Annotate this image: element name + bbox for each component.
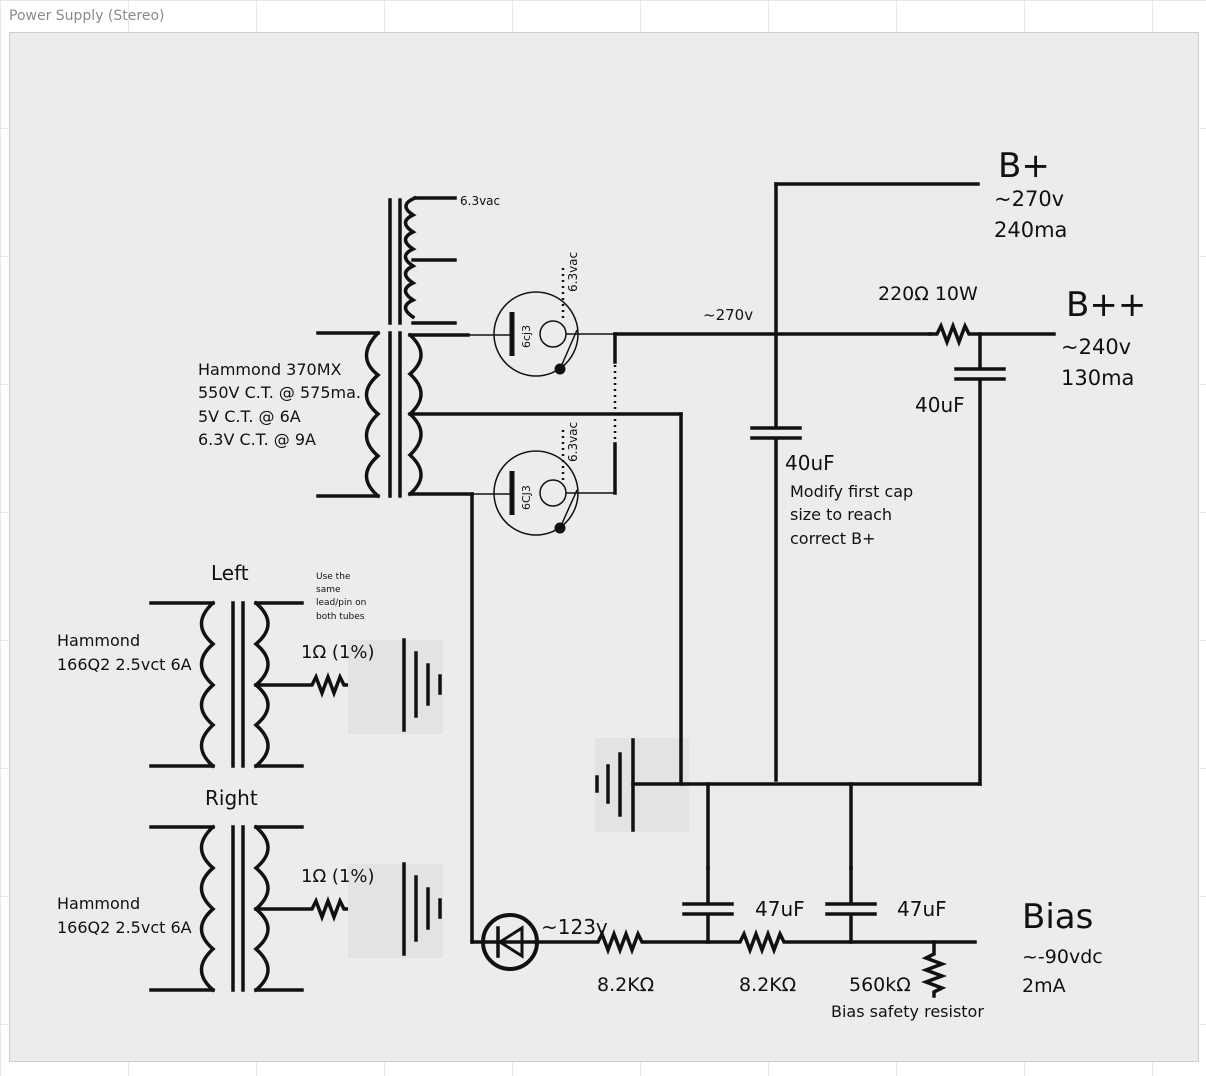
- bias-voltage: ~-90vdc: [1022, 946, 1103, 968]
- cap-47-label: 47uF: [755, 897, 805, 921]
- note-line: Modify first cap: [790, 482, 913, 501]
- filament-transformer-right: [149, 824, 443, 993]
- filament-transformer-left: [149, 600, 443, 769]
- right-title: Right: [205, 786, 258, 810]
- res-1ohm-left-label: 1Ω (1%): [301, 642, 375, 663]
- pt-spec-label: 5V C.T. @ 6A: [198, 407, 301, 426]
- diagram-canvas: [9, 32, 1199, 1062]
- same-lead-note: same: [316, 585, 341, 595]
- ground-bus: [595, 412, 982, 870]
- power-transformer: [316, 195, 683, 499]
- note-line: correct B+: [790, 529, 876, 548]
- left-title: Left: [211, 561, 249, 585]
- bplus-title: B+: [998, 146, 1050, 186]
- res-82k-label: 8.2KΩ: [597, 974, 654, 996]
- same-lead-note: lead/pin on: [316, 598, 366, 608]
- cap-47-label: 47uF: [897, 897, 947, 921]
- pt-spec-label: 6.3V C.T. @ 9A: [198, 430, 316, 449]
- bias-current: 2mA: [1022, 975, 1066, 997]
- filament-voltage-label: 6.3vac: [460, 194, 500, 208]
- rectifier-tube-lower: [472, 430, 615, 536]
- bplus-rail: [613, 182, 1056, 786]
- ft-right-spec: 166Q2 2.5vct 6A: [57, 918, 192, 937]
- same-lead-note: both tubes: [316, 612, 365, 622]
- res-560k-label: 560kΩ: [849, 974, 911, 996]
- ft-left-spec: 166Q2 2.5vct 6A: [57, 655, 192, 674]
- page-title: Power Supply (Stereo): [9, 8, 165, 24]
- res-1ohm-right-label: 1Ω (1%): [301, 866, 375, 887]
- tube-lower-name: 6CJ3: [520, 485, 533, 510]
- tube-upper-name: 6cj3: [520, 325, 533, 348]
- note-line: size to reach: [790, 505, 892, 524]
- ft-right-name: Hammond: [57, 894, 140, 913]
- resistor-220-label: 220Ω 10W: [878, 283, 978, 305]
- bplus-current: 240ma: [994, 218, 1067, 242]
- ft-left-name: Hammond: [57, 631, 140, 650]
- bias-supply: [470, 492, 977, 998]
- bplus-voltage: ~270v: [994, 187, 1064, 211]
- bias-123-label: ~123v: [541, 915, 608, 939]
- rectifier-tube-upper: [468, 268, 615, 377]
- cap-40-first-label: 40uF: [785, 451, 835, 475]
- same-lead-note: Use the: [316, 572, 351, 582]
- bpp-title: B++: [1066, 285, 1146, 325]
- pt-spec-label: 550V C.T. @ 575ma.: [198, 383, 361, 402]
- tube-upper-heater-label: 6.3vac: [566, 252, 580, 292]
- bpp-current: 130ma: [1061, 366, 1134, 390]
- pt-name-label: Hammond 370MX: [198, 360, 342, 379]
- bpp-voltage: ~240v: [1061, 335, 1131, 359]
- res-82k-label: 8.2KΩ: [739, 974, 796, 996]
- bias-safety-label: Bias safety resistor: [831, 1002, 984, 1021]
- bias-title: Bias: [1022, 897, 1093, 937]
- rail-voltage-label: ~270v: [703, 306, 753, 324]
- cap-40-right-label: 40uF: [915, 393, 965, 417]
- tube-lower-heater-label: 6.3vac: [566, 422, 580, 462]
